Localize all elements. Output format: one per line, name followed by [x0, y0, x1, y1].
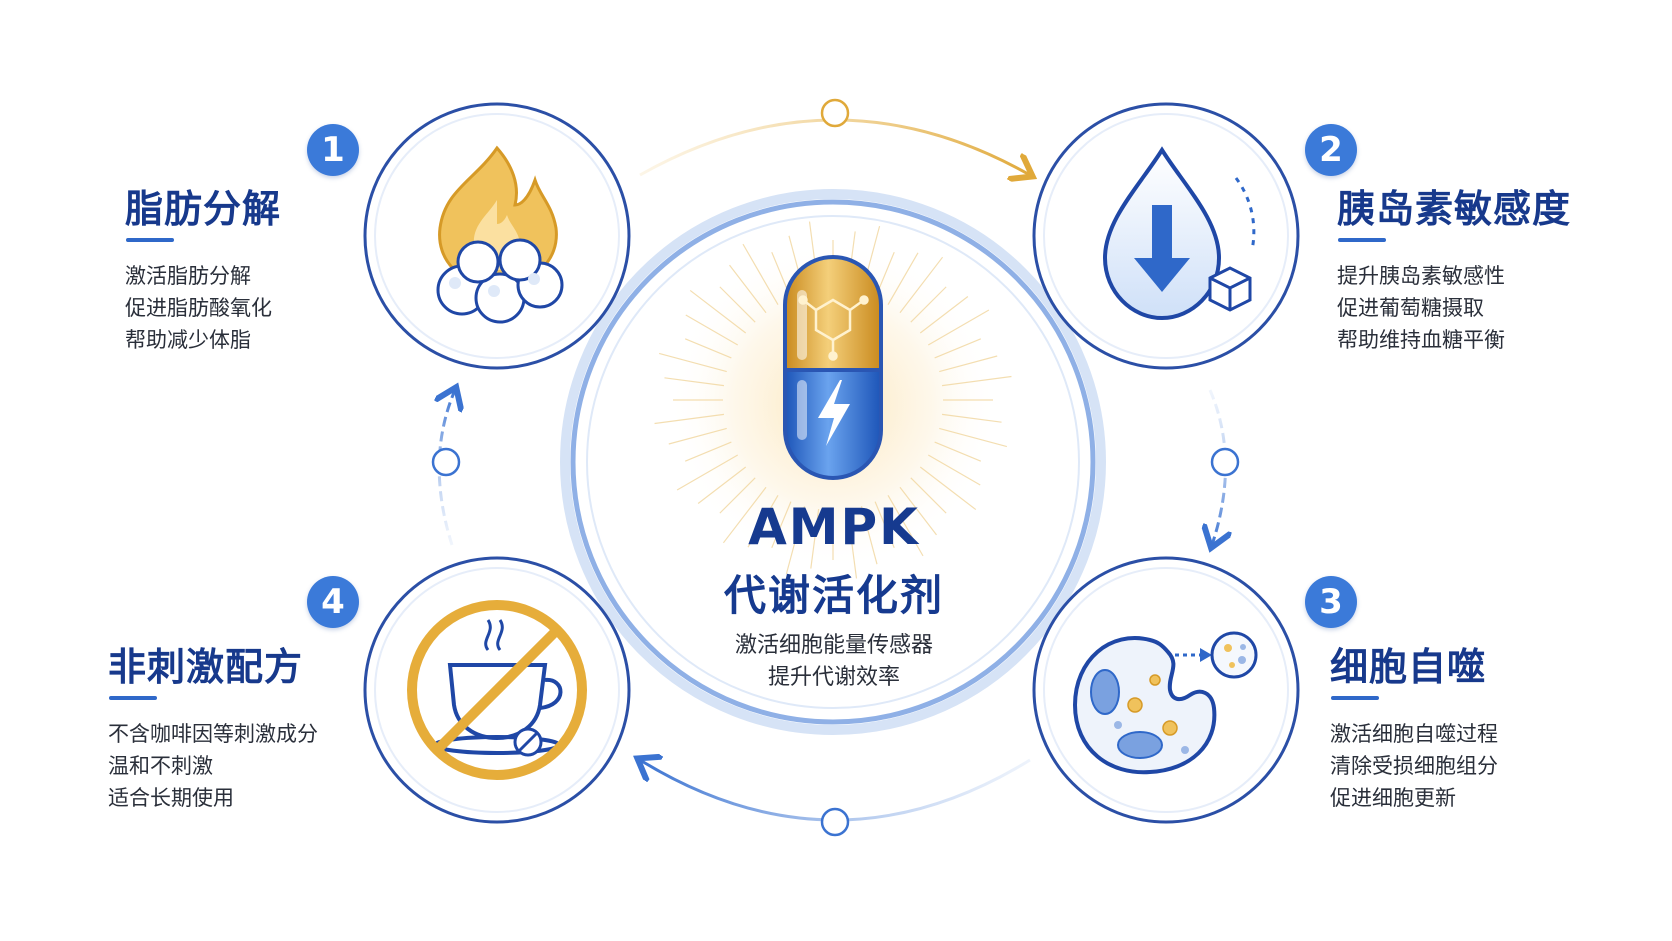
glow-ray	[697, 466, 747, 504]
step-4-circle	[363, 556, 631, 824]
step-1-badge: 1	[307, 124, 359, 176]
arrow-node-left	[431, 447, 461, 477]
cell-autophagy-icon	[1072, 631, 1258, 775]
glow-ray	[934, 441, 982, 462]
glow-ray	[664, 377, 725, 387]
step-3-badge: 3	[1305, 576, 1357, 628]
glow-ray	[684, 338, 732, 359]
glow-ray	[658, 352, 727, 373]
glow-ray	[939, 355, 998, 373]
glow-ray	[927, 454, 981, 486]
step-4-badge: 4	[307, 576, 359, 628]
step-4-line-3: 适合长期使用	[108, 786, 234, 810]
lightning-icon	[818, 380, 850, 446]
glow-ray	[919, 296, 969, 334]
arrow-node-right	[1210, 447, 1240, 477]
step-1-line-1: 激活脂肪分解	[125, 264, 251, 288]
step-2-title: 胰岛素敏感度	[1337, 187, 1572, 231]
glow-ray	[927, 309, 990, 346]
step-3-line-3: 促进细胞更新	[1330, 786, 1456, 810]
glow-ray	[719, 477, 756, 514]
step-3-title: 细胞自噬	[1330, 645, 1487, 689]
glow-ray	[887, 494, 924, 557]
flame-fat-cells-icon	[436, 145, 564, 324]
glow-ray	[729, 264, 767, 314]
glow-ray	[910, 477, 947, 514]
glow-ray	[910, 286, 947, 323]
step-1-circle	[363, 102, 631, 370]
glow-ray	[676, 454, 739, 491]
center-line-1: 激活细胞能量传感器	[734, 633, 933, 658]
step-2-line-3: 帮助维持血糖平衡	[1337, 328, 1505, 352]
step-2-circle	[1032, 102, 1300, 370]
glow-ray	[899, 486, 937, 536]
no-caffeine-icon	[407, 600, 587, 780]
center-subtitle: 代谢活化剂	[723, 571, 944, 620]
step-4-line-1: 不含咖啡因等刺激成分	[108, 722, 318, 746]
step-1-line-2: 促进脂肪酸氧化	[125, 296, 272, 320]
arrow-1-to-2	[639, 118, 1030, 175]
glow-ray	[685, 314, 739, 346]
glow-ray	[654, 413, 725, 425]
step-4-title: 非刺激配方	[108, 645, 304, 689]
step-3-line-2: 清除受损细胞组分	[1330, 754, 1498, 778]
droplet-glucose-icon	[1102, 146, 1256, 321]
step-2-description: 提升胰岛素敏感性 促进葡萄糖摄取 帮助维持血糖平衡	[1337, 260, 1505, 356]
step-1-rule	[126, 238, 174, 242]
glow-ray	[941, 413, 1002, 423]
glow-ray	[919, 466, 977, 511]
glow-ray	[874, 501, 895, 549]
step-3-description: 激活细胞自噬过程 清除受损细胞组分 促进细胞更新	[1330, 718, 1498, 814]
glow-ray	[684, 441, 732, 462]
step-3-line-1: 激活细胞自噬过程	[1330, 722, 1498, 746]
glow-ray	[934, 338, 982, 359]
glow-ray	[887, 252, 919, 306]
glow-ray	[785, 506, 806, 575]
molecule-icon	[798, 295, 869, 361]
step-4-line-2: 温和不刺激	[108, 754, 213, 778]
step-1-title: 脂肪分解	[125, 187, 282, 231]
center-title: AMPK	[748, 498, 920, 556]
glow-ray	[771, 501, 792, 549]
glow-ray	[719, 286, 756, 323]
arrow-node-top	[820, 98, 850, 128]
step-2-line-1: 提升胰岛素敏感性	[1337, 264, 1505, 288]
step-2-line-2: 促进葡萄糖摄取	[1337, 296, 1484, 320]
flow-arrows	[431, 98, 1240, 837]
step-3-rule	[1331, 696, 1379, 700]
glow-ray	[860, 506, 878, 565]
step-3-circle	[1032, 556, 1300, 824]
glow-ray	[810, 508, 820, 569]
center-line-2: 提升代谢效率	[767, 665, 900, 690]
glow-ray	[899, 256, 944, 314]
glow-ray	[668, 427, 727, 445]
glow-ray	[689, 289, 747, 334]
step-1-line-3: 帮助减少体脂	[125, 328, 251, 352]
glow-ray	[742, 243, 779, 306]
glow-ray	[747, 494, 779, 548]
step-1-description: 激活脂肪分解 促进脂肪酸氧化 帮助减少体脂	[125, 260, 272, 356]
center-description: 激活细胞能量传感器 提升代谢效率	[634, 630, 1034, 694]
glow-ray	[939, 427, 1008, 448]
capsule-icon	[783, 255, 883, 480]
glow-ray	[846, 508, 858, 579]
step-2-rule	[1338, 238, 1386, 242]
step-4-description: 不含咖啡因等刺激成分 温和不刺激 适合长期使用	[108, 718, 318, 814]
arrow-node-bottom	[820, 807, 850, 837]
glow-ray	[941, 375, 1012, 387]
glow-ray	[722, 486, 767, 544]
step-2-badge: 2	[1305, 124, 1357, 176]
step-4-rule	[109, 696, 157, 700]
glow-rays	[654, 221, 1012, 579]
